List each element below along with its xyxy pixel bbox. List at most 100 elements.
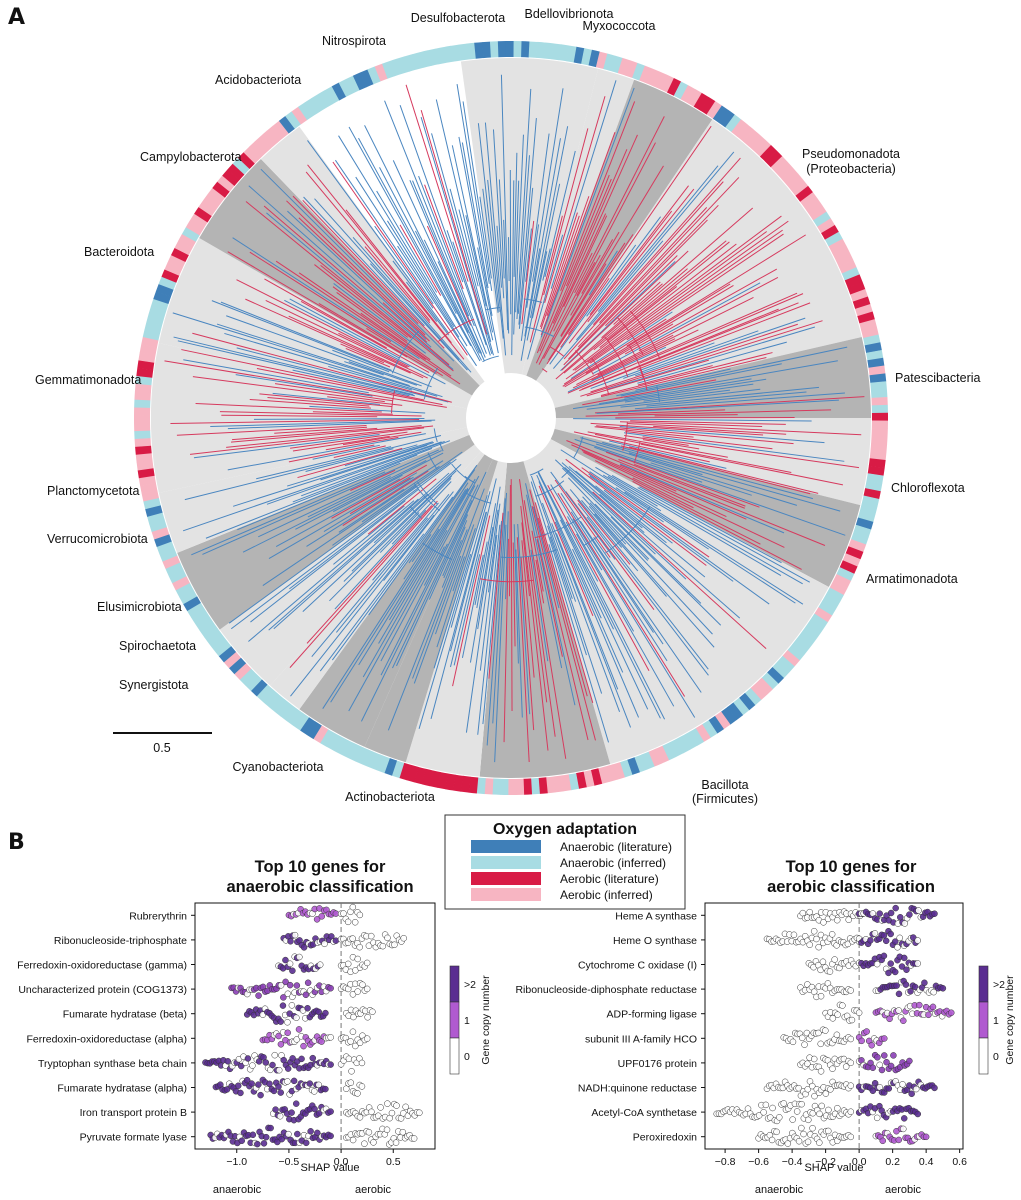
tree-branch (541, 502, 621, 712)
tree-branch (320, 444, 428, 481)
tree-branch (595, 466, 782, 576)
tree-branch (409, 180, 486, 358)
tree-branch (396, 471, 487, 667)
tree-branch (248, 185, 432, 348)
shap-point (773, 1128, 780, 1136)
shap-point (847, 1059, 855, 1067)
tree-branch (487, 179, 504, 339)
tree-branch (634, 392, 845, 410)
ring-segment (702, 720, 718, 738)
ring-segment (360, 69, 374, 88)
ring-segment (868, 365, 886, 376)
shap-point (358, 1083, 366, 1090)
tree-branch (572, 518, 696, 718)
ring-segment (369, 752, 383, 771)
tree-branch (378, 478, 476, 644)
tree-branch (192, 332, 452, 403)
shap-point (921, 979, 928, 987)
tree-branch (524, 248, 541, 337)
shap-point (285, 1130, 292, 1138)
tree-branch (576, 334, 674, 386)
shap-point (831, 956, 838, 963)
tree-branch (173, 336, 414, 396)
tree-branch (550, 80, 617, 289)
ring-segment (754, 139, 772, 157)
ring-segment (135, 375, 153, 386)
gene-label: Heme A synthase (615, 910, 697, 922)
gene-label: Acetyl-CoA synthetase (591, 1107, 697, 1119)
tree-branch (535, 559, 545, 604)
x-tick-label: 0.0 (334, 1156, 349, 1168)
tree-branch (307, 140, 449, 334)
ring-segment (135, 452, 153, 463)
shap-point (804, 1138, 812, 1146)
tree-branch (581, 308, 779, 390)
shap-point (895, 1007, 902, 1014)
tree-branch (193, 433, 380, 459)
shap-point (784, 1140, 792, 1147)
tree-branch (560, 261, 676, 372)
ring-segment (662, 742, 677, 761)
tree-branch (546, 234, 634, 365)
tree-branch (392, 160, 483, 354)
ring-segment (689, 728, 705, 746)
ring-segment (810, 613, 828, 630)
tree-branch (170, 418, 420, 425)
shap-point (383, 1126, 391, 1134)
ring-segment (648, 748, 662, 767)
shap-point (275, 1066, 283, 1074)
shap-point (815, 943, 822, 951)
ring-segment (354, 746, 369, 765)
tree-branch (379, 512, 420, 553)
ring-segment (202, 194, 221, 210)
tree-branch (417, 481, 438, 505)
ring-segment (293, 712, 310, 731)
tree-branch (594, 396, 865, 414)
tree-branch (588, 250, 618, 296)
tree-branch (554, 521, 640, 718)
tree-branch (245, 298, 411, 374)
tree-branch (620, 363, 782, 397)
shap-point (811, 1092, 818, 1100)
shap-point (816, 1139, 823, 1146)
tree-branch (274, 426, 368, 434)
x-tick-label: 0.4 (919, 1156, 934, 1168)
tree-branch (275, 478, 401, 548)
label-bacteroidota: Bacteroidota (84, 245, 154, 259)
ring-segment (376, 755, 390, 774)
tree-branch (548, 242, 626, 361)
clade-wedge (460, 58, 599, 375)
gene-label: subunit III A-family HCO (585, 1033, 697, 1045)
shap-point (275, 1032, 282, 1040)
tree-branch (344, 361, 384, 376)
tree-branch (306, 460, 444, 547)
tree-branch (236, 279, 410, 368)
ring-segment (399, 762, 412, 781)
tree-branch (635, 368, 731, 391)
shap-point (868, 1042, 875, 1049)
tree-branch (624, 491, 796, 604)
shap-point (391, 941, 398, 949)
tree-branch (554, 479, 611, 558)
shap-point (363, 985, 371, 993)
gene-label: Iron transport protein B (80, 1107, 187, 1119)
shap-point (899, 1081, 906, 1088)
tree-branch (465, 509, 499, 733)
ring-segment (632, 62, 646, 81)
label-bacillota: Bacillota (701, 778, 748, 792)
tree-branch (370, 263, 468, 371)
ring-segment (154, 534, 172, 547)
tree-branch (332, 286, 408, 342)
ring-segment (805, 619, 824, 636)
tree-branch (619, 426, 825, 444)
ring-segment (419, 50, 432, 68)
ring-segment (844, 274, 863, 288)
tree-branch (388, 488, 469, 621)
phylogenetic-tree (134, 40, 888, 795)
label-proteobacteria: (Proteobacteria) (806, 162, 896, 176)
shap-point (270, 1087, 278, 1095)
tree-branch (418, 175, 487, 354)
tree-branch (574, 116, 665, 294)
ring-segment (869, 373, 887, 384)
tree-branch (589, 471, 664, 523)
